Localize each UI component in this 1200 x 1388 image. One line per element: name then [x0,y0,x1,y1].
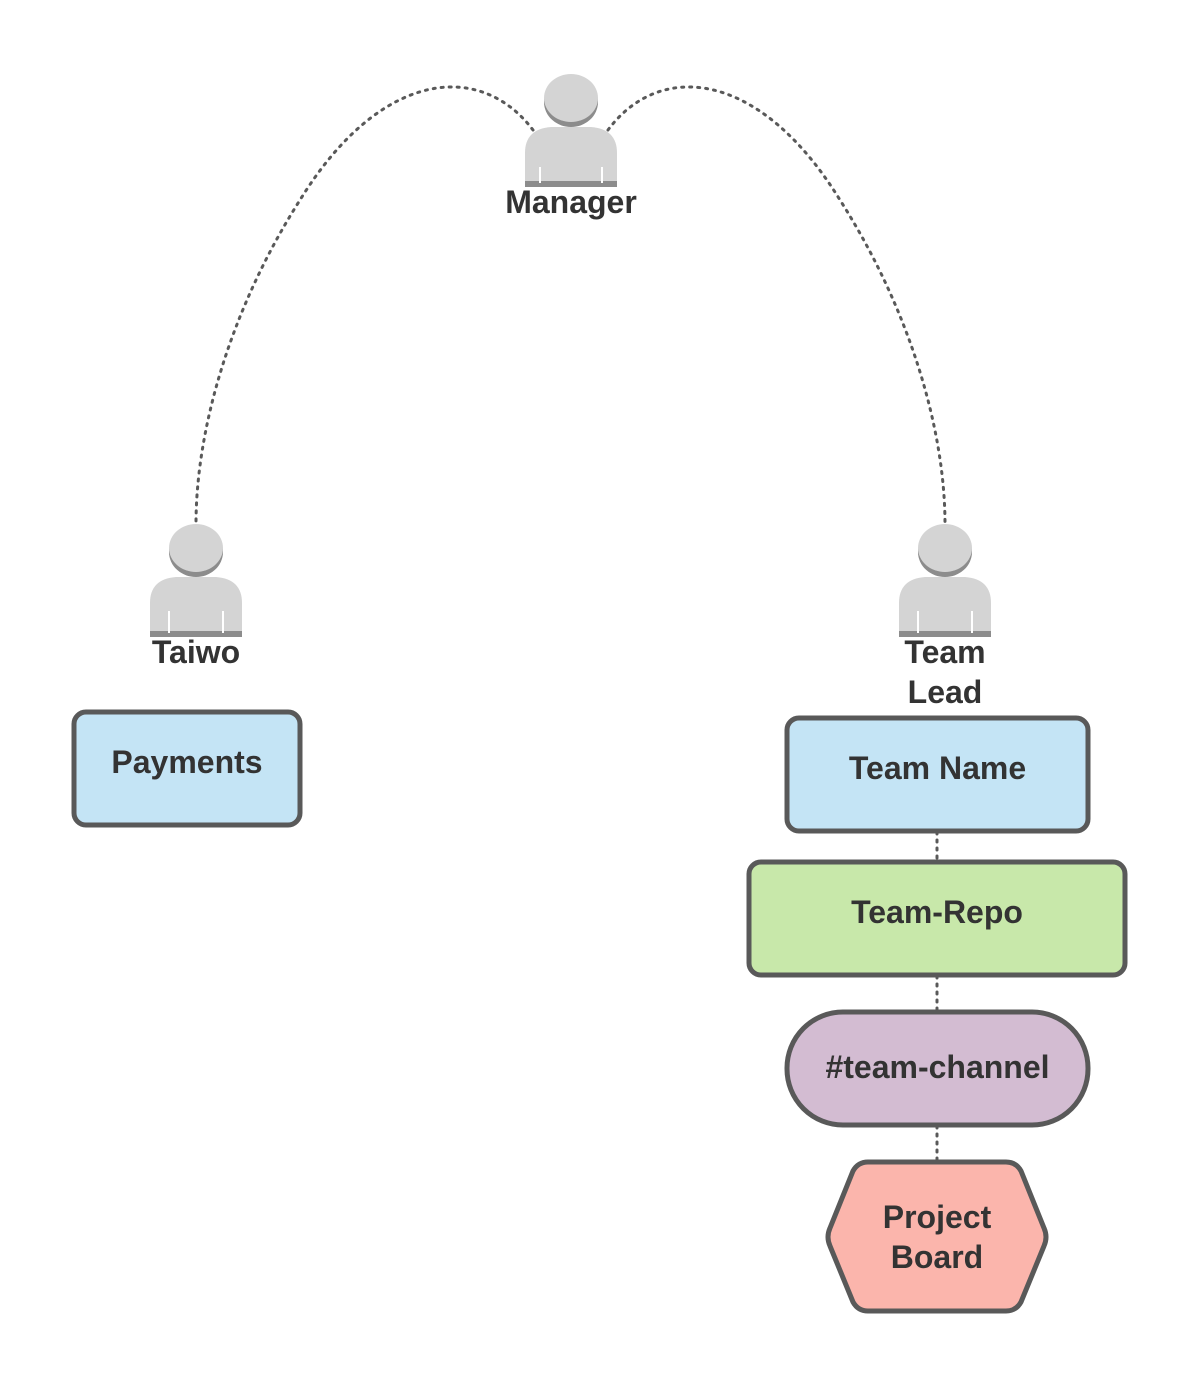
taiwo-label: Taiwo [151,634,241,670]
team-repo-label: Team-Repo [851,894,1023,930]
team-channel-node-shape [784,1009,1091,1128]
project-board-node-shape [825,1159,1049,1314]
person-icon [525,74,617,187]
team-name-label: Team Name [848,750,1027,786]
team-name-node-shape [784,715,1091,834]
manager-label: Manager [505,184,637,220]
team-channel-node: #team-channel [787,1012,1088,1122]
project-board-node: Project Board [826,1162,1048,1311]
team-lead-label-line1: Team [904,634,986,670]
team-repo-node-shape [746,859,1128,978]
person-icon [150,524,242,637]
team-channel-label: #team-channel [825,1049,1050,1085]
person-icon [899,524,991,637]
connector-manager-team-lead [606,85,947,526]
project-board-label-line1: Project [882,1198,992,1235]
payments-node: Payments [74,712,300,812]
team-name-node: Team Name [787,718,1088,818]
connector-manager-taiwo [194,85,535,526]
project-board-label-line2: Board [890,1238,984,1275]
team-lead-label: Team Lead [845,632,1045,712]
payments-node-shape [71,709,303,828]
payments-label: Payments [111,744,263,780]
team-lead-label-line2: Lead [907,674,983,710]
team-repo-node: Team-Repo [749,862,1125,962]
